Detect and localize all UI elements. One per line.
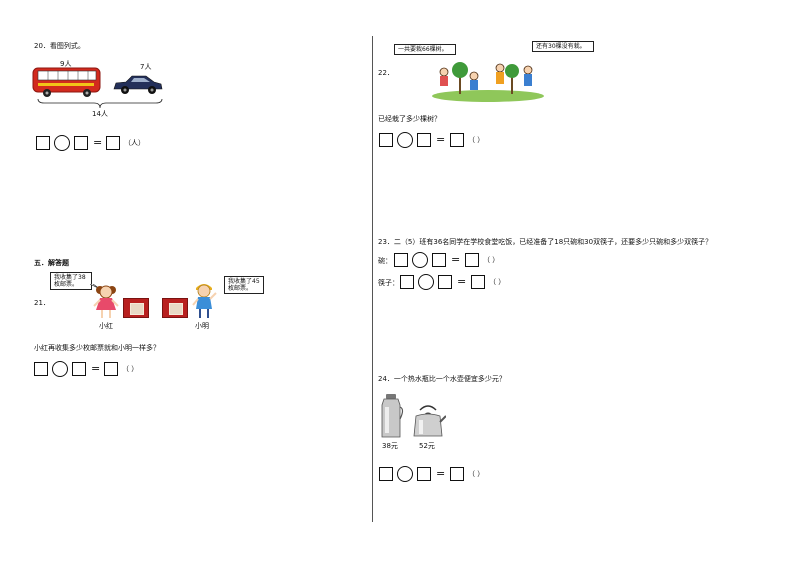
kettle-illustration — [413, 405, 446, 437]
q20-bus-count: 9人 — [60, 60, 72, 68]
q24-unit: （ ） — [468, 470, 485, 478]
q22-box-1[interactable] — [379, 133, 393, 147]
equals-sign: = — [436, 133, 446, 146]
q22-answer-box[interactable] — [450, 133, 464, 147]
q22-operator-circle[interactable] — [397, 132, 413, 148]
q20-box-1[interactable] — [36, 136, 50, 150]
kettle-price: 52元 — [419, 442, 435, 450]
equals-sign: = — [91, 362, 101, 375]
q23-bowl-unit: （ ） — [483, 256, 500, 264]
q21-answer-box[interactable] — [104, 362, 118, 376]
q23-bowl-label: 碗： — [378, 257, 392, 265]
q20-box-2[interactable] — [74, 136, 88, 150]
q22-unit: （ ） — [468, 136, 485, 144]
section-title: 五．解答题 — [34, 259, 69, 267]
q21-operator-circle[interactable] — [52, 361, 68, 377]
q23-chopsticks-label: 筷子： — [378, 279, 399, 287]
q22-question: 已经栽了多少棵树？ — [378, 115, 441, 123]
q22-box-2[interactable] — [417, 133, 431, 147]
stamp-album-2 — [162, 298, 188, 318]
thermos-price: 38元 — [382, 442, 398, 450]
q23-chopsticks-unit: （ ） — [489, 278, 506, 286]
stamp-album-1 — [123, 298, 149, 318]
girl-speech-bubble: 我收集了38枚邮票。 — [50, 272, 92, 290]
q20-title: 20．看图列式。 — [34, 42, 85, 50]
boy-figure — [192, 284, 217, 318]
q23-chopsticks-operator-circle[interactable] — [418, 274, 434, 290]
q22-left-bubble: 一共要栽66棵树。 — [394, 44, 456, 55]
thermos-illustration — [381, 394, 404, 438]
q21-box-2[interactable] — [72, 362, 86, 376]
equals-sign: = — [436, 467, 446, 480]
q21-number: 21． — [34, 299, 50, 307]
q23-bowl-answer-box[interactable] — [465, 253, 479, 267]
equals-sign: = — [457, 275, 467, 288]
q22-number: 22． — [378, 69, 394, 77]
q20-unit: （人） — [124, 139, 145, 147]
car-illustration — [113, 75, 163, 94]
q21-unit: （ ） — [122, 365, 139, 373]
q24-box-2[interactable] — [417, 467, 431, 481]
q23-question: 23．二（5）班有36名同学在学校食堂吃饭，已经准备了18只碗和30双筷子，还要… — [378, 238, 713, 246]
q21-question: 小红再收集多少枚邮票就和小明一样多？ — [34, 344, 160, 352]
total-brace — [37, 98, 163, 109]
q20-operator-circle[interactable] — [54, 135, 70, 151]
boy-name: 小明 — [195, 322, 209, 330]
column-divider — [372, 36, 373, 522]
tree-planting-illustration — [432, 62, 544, 102]
q24-question: 24．一个热水瓶比一个水壶便宜多少元？ — [378, 375, 506, 383]
q21-box-1[interactable] — [34, 362, 48, 376]
girl-name: 小红 — [99, 322, 113, 330]
q23-bowl-box-2[interactable] — [432, 253, 446, 267]
girl-figure — [93, 285, 119, 318]
equals-sign: = — [93, 136, 103, 149]
q20-total: 14人 — [92, 110, 108, 118]
equals-sign: = — [451, 253, 461, 266]
q22-right-bubble: 还有30棵没有栽。 — [532, 41, 594, 52]
boy-speech-bubble: 我收集了45枚邮票。 — [224, 276, 264, 294]
bus-illustration — [32, 67, 101, 97]
q20-answer-box[interactable] — [106, 136, 120, 150]
q24-answer-box[interactable] — [450, 467, 464, 481]
q23-bowl-box-1[interactable] — [394, 253, 408, 267]
q24-operator-circle[interactable] — [397, 466, 413, 482]
q24-box-1[interactable] — [379, 467, 393, 481]
q23-chopsticks-box-2[interactable] — [438, 275, 452, 289]
q20-car-count: 7人 — [140, 63, 152, 71]
q23-bowl-operator-circle[interactable] — [412, 252, 428, 268]
q23-chopsticks-answer-box[interactable] — [471, 275, 485, 289]
q23-chopsticks-box-1[interactable] — [400, 275, 414, 289]
